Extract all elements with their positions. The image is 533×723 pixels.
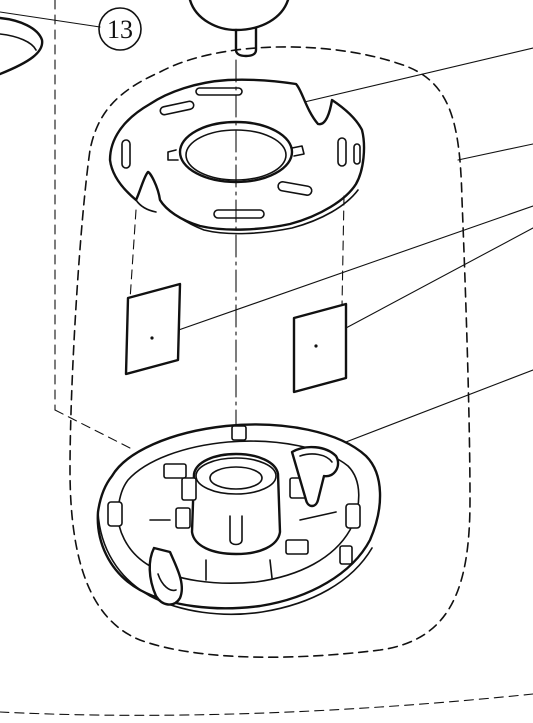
partial-part-top-left [0,16,44,76]
callout-13-circle [98,7,142,51]
lower-base-housing [96,423,382,616]
callout-13-group: 13 [0,0,142,449]
leader-lines [149,47,533,453]
assembly-boundary [69,46,471,658]
upper-knob-stem [188,0,290,58]
callout-13-leader [0,11,101,28]
magnet-pad-right [292,302,348,394]
upper-flange-ring [108,78,366,235]
bottom-dashed-curve [0,693,533,716]
callout-13-label: 13 [107,15,133,44]
magnet-pad-left [124,282,182,376]
